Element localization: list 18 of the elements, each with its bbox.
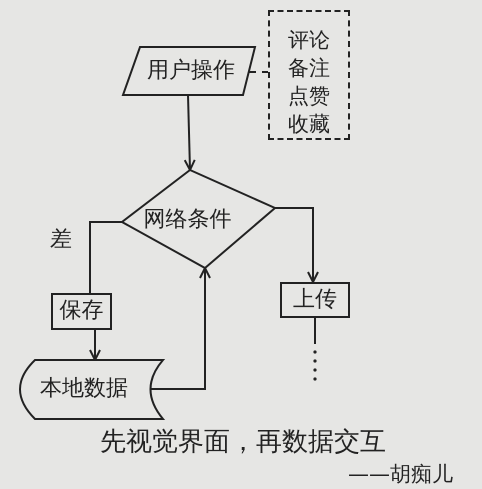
process-box: 保存 xyxy=(51,293,112,330)
connector-line xyxy=(89,221,122,293)
arrow xyxy=(151,267,211,390)
caption: 先视觉界面，再数据交互 xyxy=(100,426,386,459)
note-text: 点赞 xyxy=(288,83,330,110)
arrow xyxy=(275,207,319,283)
arrow xyxy=(184,94,196,171)
process-box: 上传 xyxy=(280,282,350,318)
connector-line xyxy=(314,318,316,344)
note-box xyxy=(268,10,350,140)
arrow xyxy=(89,330,101,361)
note-text: 评论 xyxy=(288,27,330,54)
input-parallelogram: 用户操作 xyxy=(121,45,257,97)
note-text: 收藏 xyxy=(288,111,330,138)
decision-diamond: 网络条件 xyxy=(120,168,277,270)
dashed-line xyxy=(249,71,268,73)
note-text: 备注 xyxy=(288,55,330,82)
signature: ——胡痴儿 xyxy=(348,461,453,488)
